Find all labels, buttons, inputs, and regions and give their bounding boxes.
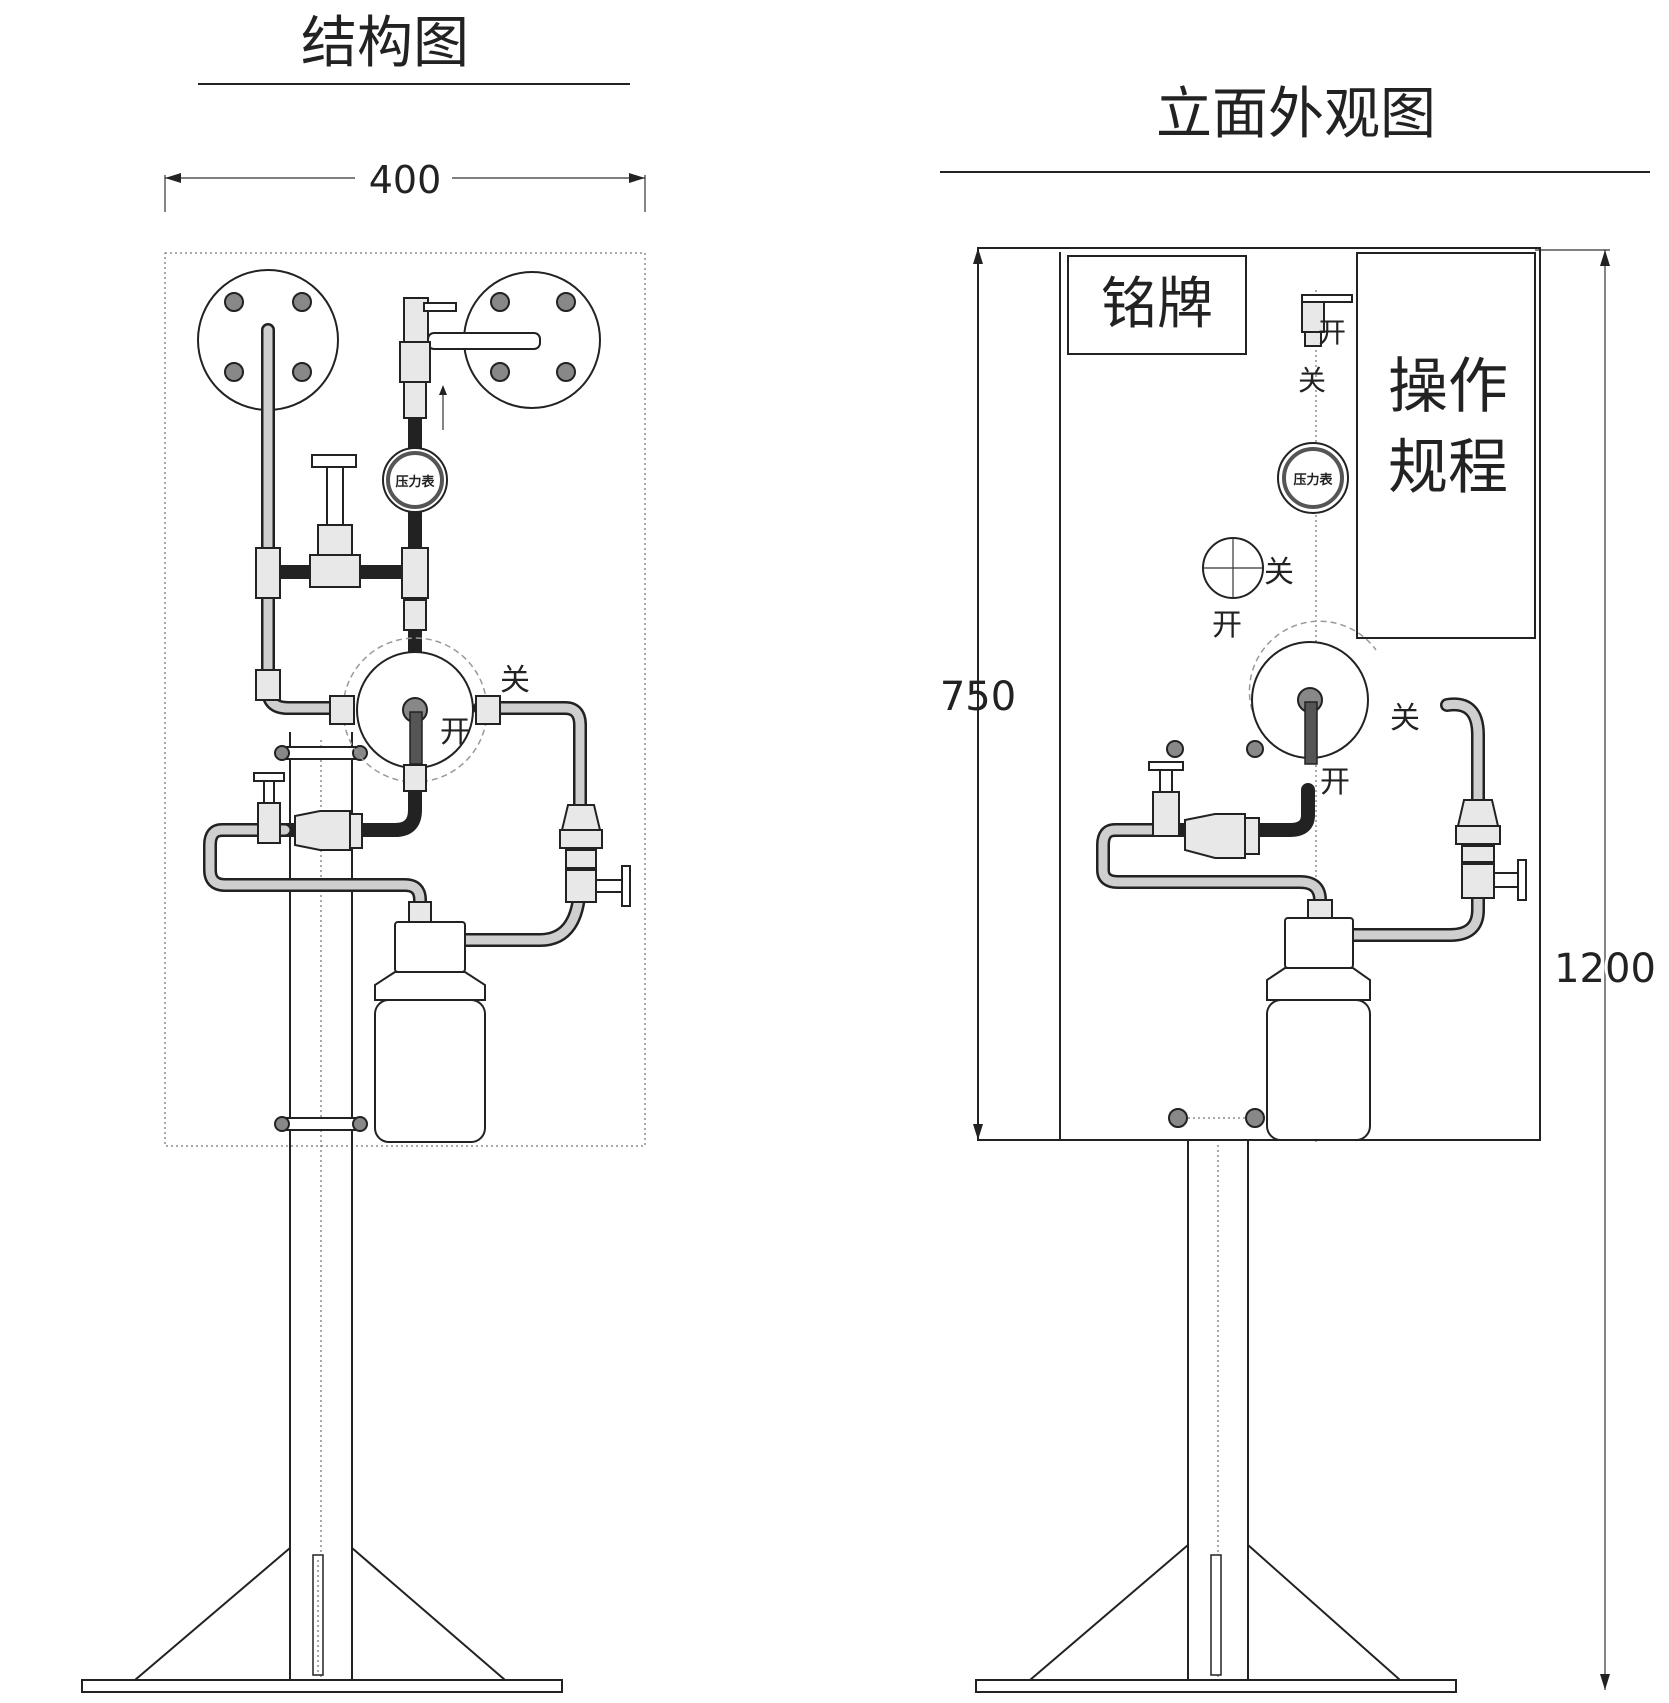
collector-bottle-elevation — [1266, 899, 1371, 1141]
main-valve-open-label: 开 — [1320, 765, 1350, 800]
needle-valve-center — [309, 454, 361, 588]
base-stand — [81, 1547, 563, 1693]
total-height-label: 1200 — [1554, 946, 1656, 992]
procedure-line-1: 操作 — [1388, 352, 1508, 422]
top-valve-close-label: 关 — [1298, 364, 1326, 397]
top-ball-valve — [399, 297, 457, 419]
structure-view: 结构图 400 — [81, 11, 646, 1693]
tee-fitting-left — [255, 547, 281, 599]
valve-open-label: 开 — [440, 715, 470, 750]
check-valve-right — [559, 804, 603, 869]
elevation-title: 立面外观图 — [1156, 82, 1436, 147]
main-valve-close-label: 关 — [1390, 701, 1420, 736]
width-dimension: 400 — [164, 158, 646, 212]
elevation-view: 立面外观图 750 1200 铭牌 操作 规程 — [937, 82, 1659, 1693]
width-dimension-label: 400 — [369, 158, 442, 202]
nameplate-box: 铭牌 — [1067, 255, 1247, 355]
top-valve-elevation: 开 关 — [1298, 294, 1353, 397]
filter-elevation — [1184, 813, 1260, 859]
elevation-pipework — [1096, 697, 1485, 942]
mount-bolt — [1246, 740, 1264, 758]
structure-title: 结构图 — [301, 11, 469, 76]
mounting-panel — [164, 252, 646, 1147]
gauge-label: 压力表 — [395, 474, 435, 490]
pressure-gauge-elevation: 压力表 — [1277, 442, 1349, 514]
top-valve-open-label: 开 — [1318, 316, 1346, 349]
main-valve-elevation: 关 开 — [1248, 620, 1420, 800]
post-clamp-upper — [274, 745, 368, 761]
main-ball-valve: 开 关 — [329, 637, 530, 792]
valve-close-label: 关 — [500, 663, 530, 698]
nameplate-label: 铭牌 — [1101, 272, 1213, 337]
drain-valve-elevation — [1148, 761, 1184, 837]
procedure-box: 操作 规程 — [1356, 252, 1536, 639]
pressure-gauge-structure: 压力表 — [382, 447, 448, 513]
flange-right — [427, 271, 601, 409]
needle-knob-elevation: 关 开 — [1202, 537, 1294, 643]
knob-close-label: 关 — [1264, 555, 1294, 590]
right-needle-valve — [565, 865, 631, 907]
collector-bottle-structure — [374, 901, 486, 1143]
tee-fitting-right — [401, 547, 429, 599]
procedure-line-2: 规程 — [1388, 433, 1508, 503]
elevation-base — [975, 1544, 1457, 1693]
check-valve-elevation — [1455, 799, 1527, 901]
inline-filter — [294, 810, 363, 851]
support-post — [289, 732, 353, 1682]
post-clamp-lower — [274, 1116, 368, 1132]
knob-open-label: 开 — [1212, 608, 1242, 643]
elevation-panel — [977, 247, 1541, 1141]
mount-bolt — [1166, 740, 1184, 758]
drain-needle-valve — [253, 772, 285, 844]
union-right — [403, 599, 427, 631]
total-height-dimension: 1200 — [1535, 249, 1659, 1690]
elevation-post — [1168, 1108, 1265, 1680]
gauge-label-elevation: 压力表 — [1293, 472, 1333, 488]
union-left — [255, 669, 281, 701]
